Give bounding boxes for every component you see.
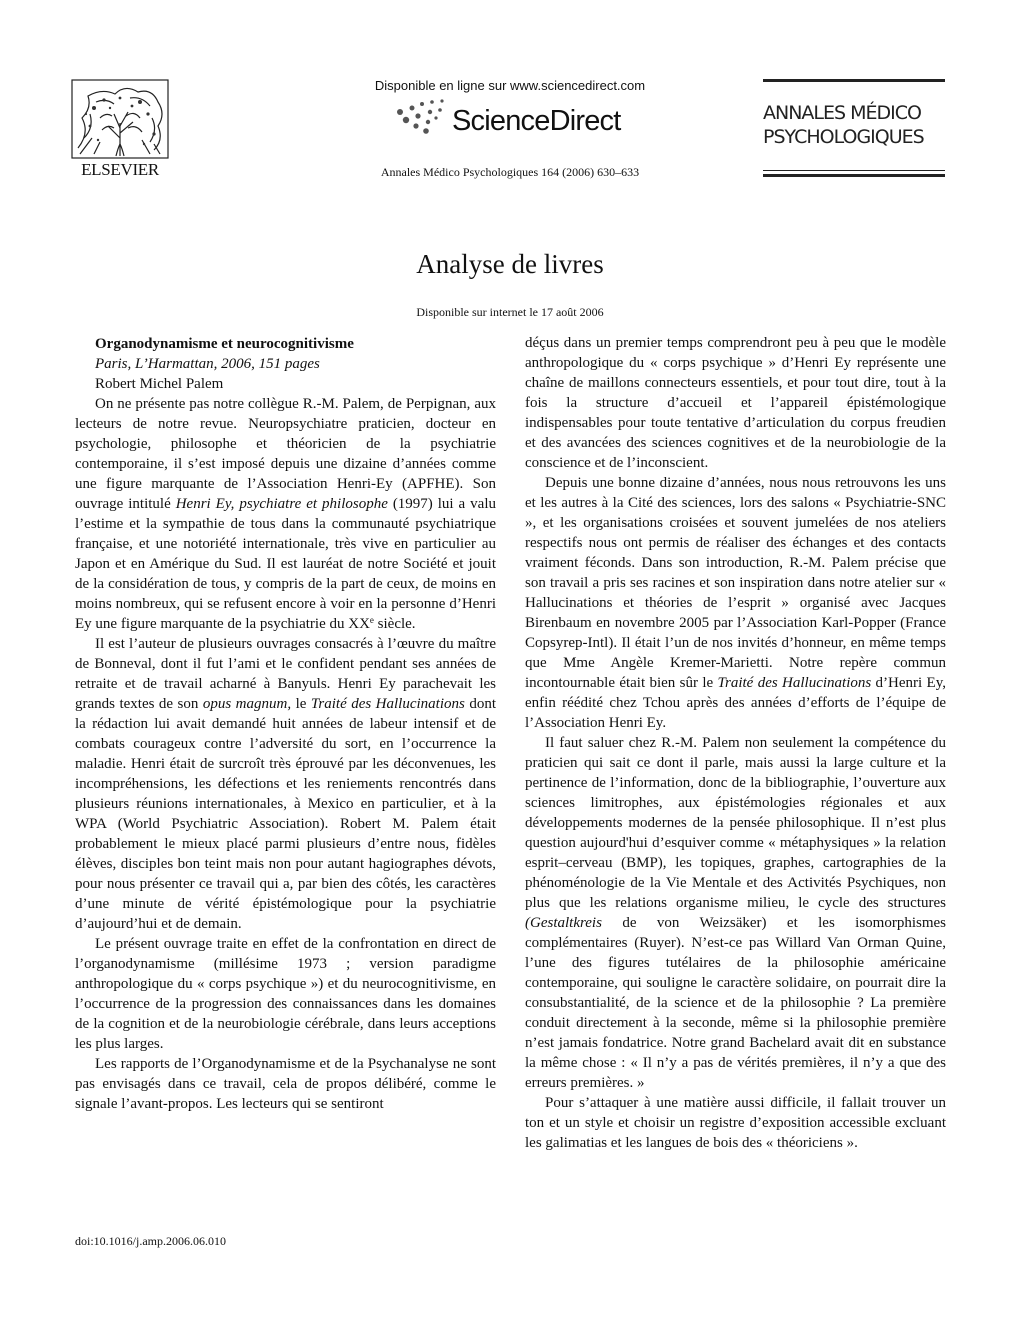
paragraph: Depuis une bonne dizaine d’années, nous … bbox=[525, 475, 946, 731]
journal-title-line1: ANNALES MÉDICO bbox=[763, 102, 922, 124]
paragraph: Il est l’auteur de plusieurs ouvrages co… bbox=[75, 636, 496, 932]
doi[interactable]: doi:10.1016/j.amp.2006.06.010 bbox=[75, 1234, 226, 1248]
publication-info: Paris, L’Harmattan, 2006, 151 pages bbox=[95, 356, 320, 372]
journal-title: ANNALES MÉDICO PSYCHOLOGIQUES bbox=[763, 101, 945, 149]
elsevier-tree-logo bbox=[71, 79, 169, 159]
sciencedirect-wordmark: ScienceDirect bbox=[452, 105, 621, 137]
paragraph: Le présent ouvrage traite en effet de la… bbox=[75, 936, 496, 1052]
paragraph: On ne présente pas notre collègue R.-M. … bbox=[75, 396, 496, 632]
publisher-name: ELSEVIER bbox=[81, 160, 159, 179]
journal-rule-top bbox=[763, 79, 945, 82]
left-column: Organodynamisme et neurocognitivisme Par… bbox=[75, 334, 496, 1114]
paragraph: Pour s’attaquer à une matière aussi diff… bbox=[525, 1095, 946, 1151]
right-column: déçus dans un premier temps comprendront… bbox=[525, 333, 946, 1153]
journal-header: ELSEVIER Disponible en ligne sur www.sci… bbox=[0, 0, 1020, 200]
paragraph: Les rapports de l’Organodynamisme et de … bbox=[75, 1056, 496, 1112]
article-title: Organodynamisme et neurocognitivisme bbox=[95, 336, 354, 352]
sciencedirect-dots-icon bbox=[397, 99, 444, 134]
journal-citation: Annales Médico Psychologiques 164 (2006)… bbox=[380, 165, 640, 179]
journal-rule-bottom bbox=[763, 174, 945, 177]
paragraph: Il faut saluer chez R.-M. Palem non seul… bbox=[525, 735, 946, 1091]
journal-title-line2: PSYCHOLOGIQUES bbox=[763, 126, 925, 148]
book-author: Robert Michel Palem bbox=[95, 376, 224, 392]
journal-rule-thin bbox=[763, 170, 945, 171]
paragraph-continued: déçus dans un premier temps comprendront… bbox=[525, 335, 946, 471]
section-title: Analyse de livres bbox=[416, 249, 604, 279]
sciencedirect-availability: Disponible en ligne sur www.sciencedirec… bbox=[374, 78, 646, 93]
online-date: Disponible sur internet le 17 août 2006 bbox=[416, 305, 604, 319]
